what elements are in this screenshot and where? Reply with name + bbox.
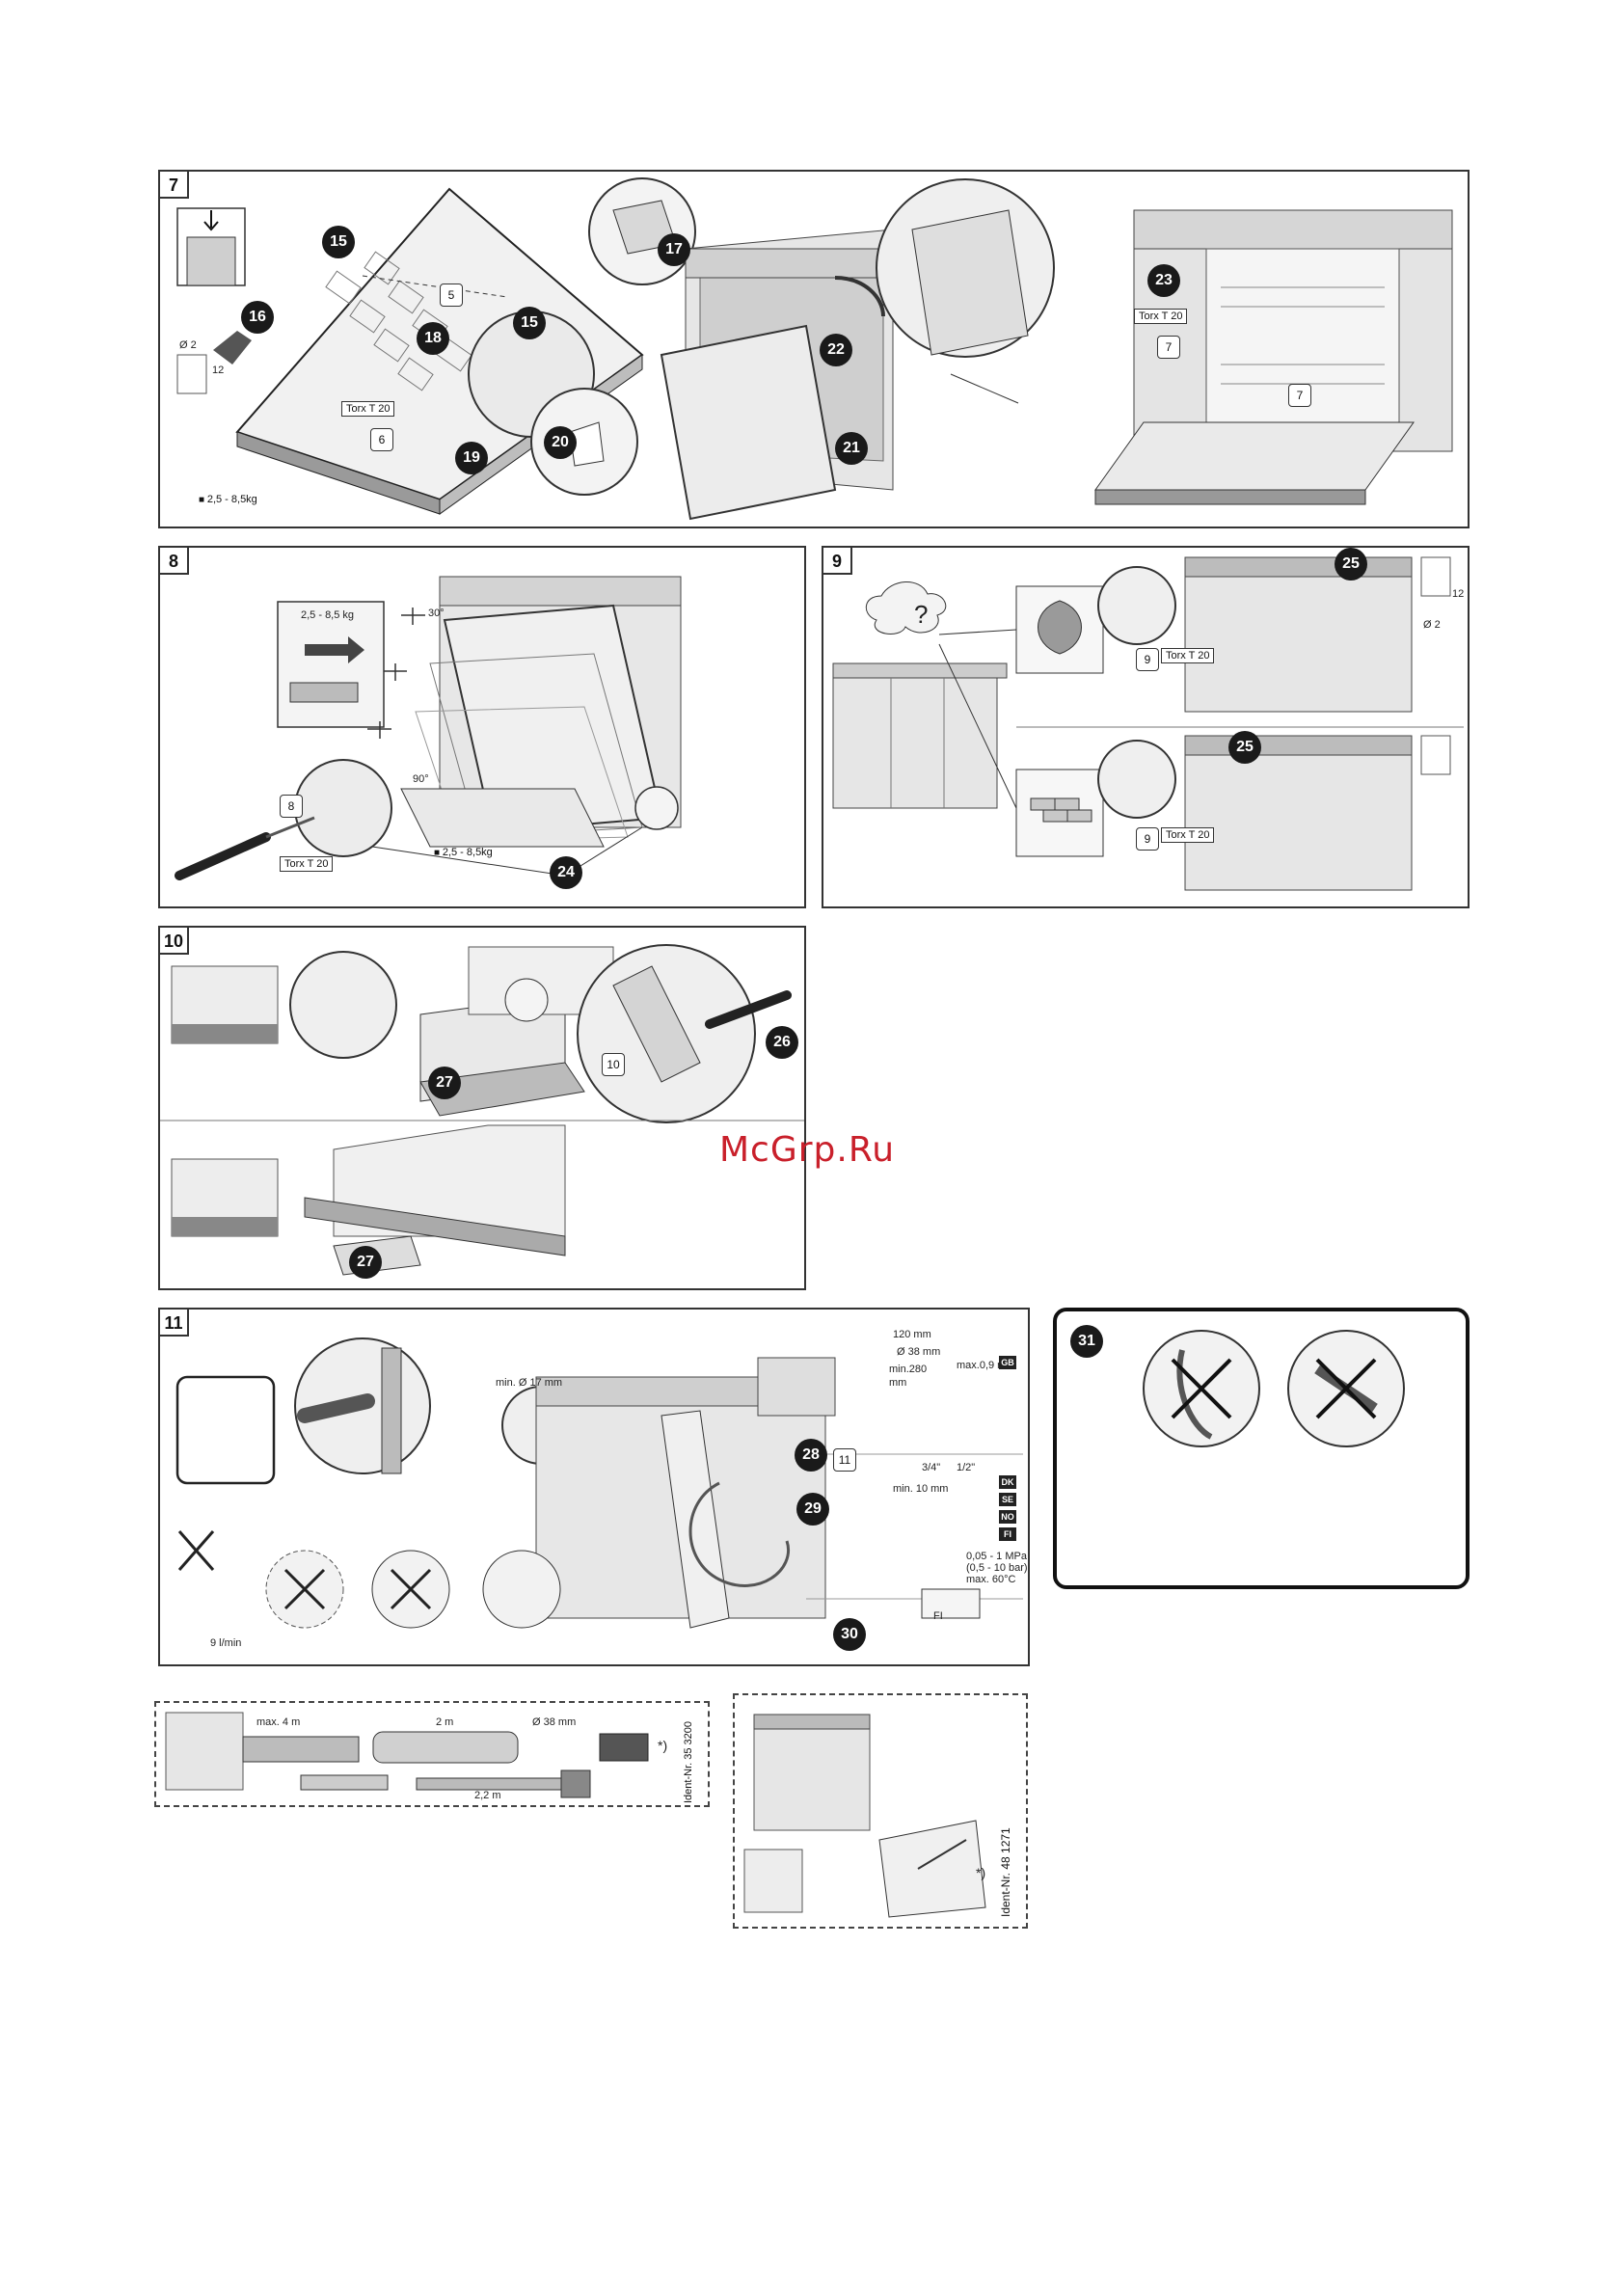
step-7-illustration — [176, 177, 1453, 521]
callout-24: 24 — [550, 856, 582, 889]
footnote-star: *) — [976, 1865, 986, 1880]
step-number: 11 — [160, 1310, 189, 1337]
torx-label: Torx T 20 — [280, 856, 334, 872]
watermark: McGrp.Ru — [719, 1130, 896, 1170]
len-2m: 2 m — [436, 1716, 454, 1728]
panel-step-10: 10 26 27 27 10 — [158, 926, 806, 1290]
panel-step-11: 11 28 29 30 11 120 mm Ø 38 mm min.280 mm… — [158, 1308, 1030, 1666]
step-number: 10 — [160, 928, 190, 955]
hex-9a: 9 — [1136, 648, 1159, 671]
callout-17: 17 — [658, 233, 690, 266]
weight-range-top: 2,5 - 8,5 kg — [301, 609, 355, 621]
panel-step-7: 7 — [158, 170, 1470, 528]
hose-extension-panel: max. 4 m 2 m 2,2 m Ø 38 mm *) Ident-Nr. … — [154, 1701, 710, 1807]
angle-30: 30° — [428, 608, 445, 619]
hex-8: 8 — [280, 795, 303, 818]
dim-120mm: 120 mm — [893, 1329, 931, 1340]
dim-mm: mm — [889, 1377, 907, 1389]
step-number: 9 — [823, 548, 852, 575]
dim-diameter: Ø 2 — [1423, 619, 1441, 631]
callout-23: 23 — [1147, 264, 1180, 297]
dim-min17: min. Ø 17 mm — [496, 1377, 563, 1389]
callout-18: 18 — [417, 322, 449, 355]
cover-strip-panel: *) Ident-Nr. 48 1271 — [733, 1693, 1028, 1929]
callout-27b: 27 — [349, 1246, 382, 1279]
hex-6: 6 — [370, 428, 393, 451]
flag-fi: FI — [999, 1527, 1016, 1541]
step-number: 7 — [160, 172, 189, 199]
diameter-38: Ø 38 mm — [532, 1716, 577, 1728]
hose-extension-illustration — [165, 1712, 649, 1798]
temp-max: max. 60°C — [966, 1574, 1016, 1585]
hex-5: 5 — [440, 284, 463, 307]
question-mark: ? — [914, 600, 929, 629]
torx-label-a: Torx T 20 — [1161, 648, 1215, 663]
dim-depth: 12 — [1452, 588, 1465, 600]
step-31-illustration — [1143, 1330, 1405, 1447]
step-number: 8 — [160, 548, 189, 575]
torx-label-2: Torx T 20 — [1134, 309, 1188, 324]
hex-7b: 7 — [1288, 384, 1311, 407]
weight-label: 2,5 - 8,5kg — [434, 847, 493, 858]
callout-15: 15 — [322, 226, 355, 258]
step-11-illustration — [175, 1337, 1023, 1629]
dim-38mm: Ø 38 mm — [897, 1346, 941, 1358]
callout-31: 31 — [1070, 1325, 1103, 1358]
thread-12: 1/2" — [957, 1462, 976, 1473]
callout-16: 16 — [241, 301, 274, 334]
weight-label: 2,5 - 8,5kg — [199, 494, 257, 505]
pressure-bar: (0,5 - 10 bar) — [966, 1562, 1028, 1574]
flag-se: SE — [999, 1493, 1016, 1506]
dim-depth: 12 — [212, 365, 225, 376]
flag-no: NO — [999, 1510, 1016, 1524]
callout-19: 19 — [455, 442, 488, 474]
max-4m: max. 4 m — [256, 1716, 301, 1728]
hex-10: 10 — [602, 1053, 625, 1076]
callout-22: 22 — [820, 334, 852, 366]
callout-28: 28 — [795, 1439, 827, 1472]
dim-min10: min. 10 mm — [893, 1483, 949, 1495]
callout-30: 30 — [833, 1618, 866, 1651]
footnote-star: *) — [658, 1738, 668, 1753]
dim-diameter: Ø 2 — [179, 339, 197, 351]
dim-max09: max.0,9 m — [957, 1360, 1007, 1371]
angle-90: 90° — [413, 773, 429, 785]
callout-20: 20 — [544, 426, 577, 459]
step-10-illustration — [160, 944, 804, 1276]
callout-27a: 27 — [428, 1067, 461, 1099]
ident-nr-cover: Ident-Nr. 48 1271 — [999, 1827, 1012, 1917]
panel-step-8: 8 2,5 - 8,5 kg 30° 90° 8 Torx T 20 2,5 -… — [158, 546, 806, 908]
callout-29: 29 — [796, 1493, 829, 1526]
callout-25a: 25 — [1335, 548, 1367, 581]
thread-34: 3/4" — [922, 1462, 941, 1473]
callout-15b: 15 — [513, 307, 546, 339]
flag-dk: DK — [999, 1475, 1016, 1489]
flag-gb: GB — [999, 1356, 1016, 1369]
hex-7a: 7 — [1157, 336, 1180, 359]
callout-25b: 25 — [1228, 731, 1261, 764]
callout-21: 21 — [835, 432, 868, 465]
pressure-mpa: 0,05 - 1 MPa — [966, 1551, 1027, 1562]
torx-label-b: Torx T 20 — [1161, 827, 1215, 843]
panel-step-31: 31 — [1053, 1308, 1470, 1589]
hex-11: 11 — [833, 1448, 856, 1472]
hex-9b: 9 — [1136, 827, 1159, 851]
torx-label: Torx T 20 — [341, 401, 395, 417]
fi-label: FI — [933, 1610, 943, 1622]
panel-step-9: 9 ? 25 25 9 9 Torx T 20 Torx T 20 Ø 2 12 — [822, 546, 1470, 908]
cover-strip-illustration — [743, 1714, 986, 1918]
ident-nr-hose: Ident-Nr. 35 3200 — [683, 1720, 694, 1803]
step-8-illustration — [175, 576, 682, 880]
callout-26: 26 — [766, 1026, 798, 1059]
flow-rate: 9 l/min — [210, 1637, 242, 1649]
dim-min280: min.280 — [889, 1364, 928, 1375]
len-22m: 2,2 m — [474, 1790, 501, 1801]
